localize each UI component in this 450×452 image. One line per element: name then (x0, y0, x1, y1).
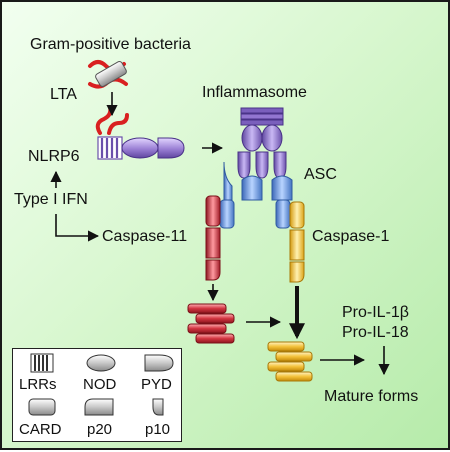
asc-label: ASC (304, 166, 337, 183)
caspase11-protein-icon (205, 195, 221, 281)
processed-caspase11-icon (187, 303, 235, 344)
gram-positive-bacteria-label: Gram-positive bacteria (30, 36, 191, 53)
caspase1-label: Caspase-1 (312, 228, 390, 245)
inflammasome-complex-icon (219, 107, 293, 229)
card-legend-icon (28, 398, 56, 416)
legend-card-label: CARD (19, 421, 62, 438)
legend-lrrs-label: LRRs (19, 376, 57, 393)
pyd-legend-icon (144, 354, 174, 372)
type-i-ifn-label: Type I IFN (14, 191, 88, 208)
legend-icons (28, 353, 174, 416)
legend-box: LRRs NOD PYD CARD p20 p10 (12, 348, 182, 442)
p10-legend-icon (152, 398, 164, 416)
legend-nod-label: NOD (83, 376, 117, 393)
legend-pyd-label: PYD (141, 376, 172, 393)
caspase11-label: Caspase-11 (102, 228, 188, 245)
legend-p20-label: p20 (87, 421, 113, 438)
processed-caspase1-icon (267, 341, 313, 382)
lta-label: LTA (50, 86, 77, 103)
pro-il18-label: Pro-IL-18 (342, 324, 409, 341)
pro-il1b-label: Pro-IL-1β (342, 304, 409, 321)
pathway-arrows (50, 92, 390, 376)
legend-p10-label: p10 (145, 421, 171, 438)
nod-legend-icon (86, 354, 116, 372)
nlrp6-label: NLRP6 (28, 148, 80, 165)
caspase1-protein-icon (289, 201, 305, 283)
arrow-ifn-to-caspase11 (55, 214, 100, 242)
lrrs-legend-icon (30, 353, 54, 373)
p20-legend-icon (84, 398, 114, 416)
lta-molecule-icon (88, 60, 128, 89)
nlrp6-protein-icon (95, 105, 185, 160)
inflammasome-label: Inflammasome (202, 84, 307, 101)
mature-forms-label: Mature forms (324, 388, 419, 405)
